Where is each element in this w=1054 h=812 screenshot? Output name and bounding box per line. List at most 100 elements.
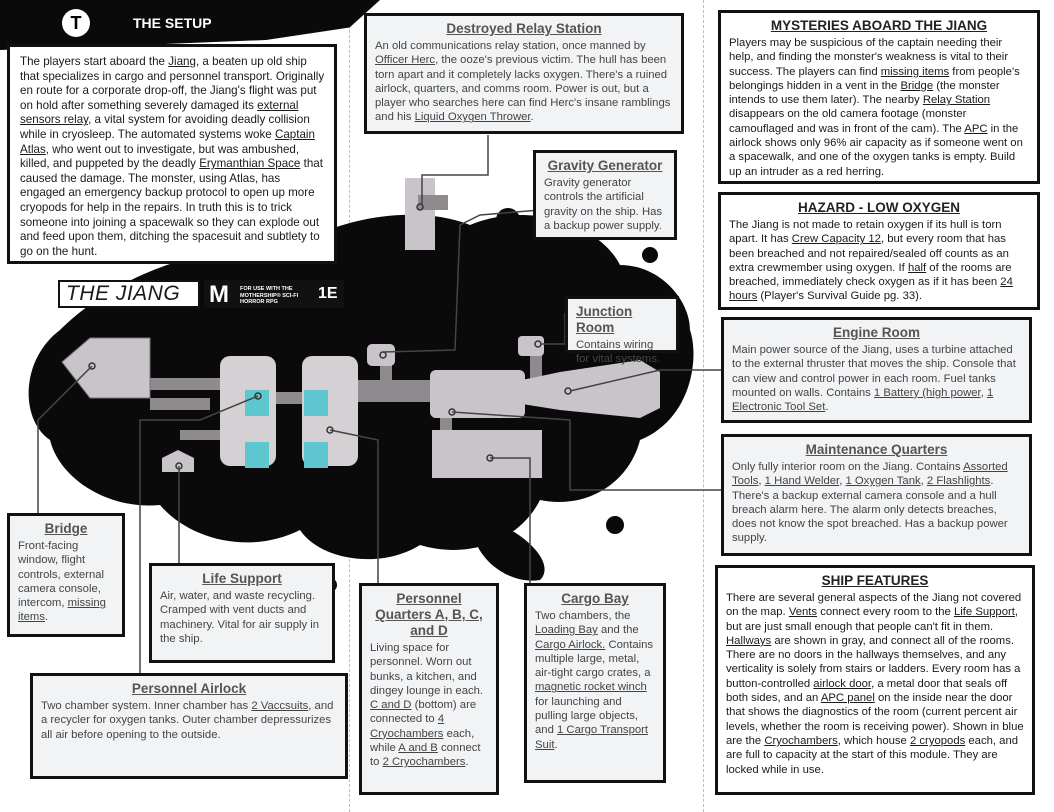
junction-room-text: Contains wiring for vital systems. — [576, 338, 668, 367]
text-segment: Front-facing window, flight controls, ex… — [18, 540, 105, 610]
hazard-panel: HAZARD - LOW OXYGEN The Jiang is not mad… — [718, 192, 1040, 310]
underlined-term: Vents — [788, 606, 818, 619]
mysteries-panel: MYSTERIES ABOARD THE JIANG Players may b… — [718, 10, 1040, 184]
underlined-term: APC — [964, 122, 988, 135]
personnel-quarters-panel: Personnel Quarters A, B, C, and D Living… — [359, 583, 499, 795]
underlined-term: Crew Capacity 12 — [791, 233, 881, 246]
text-segment: Players may be suspicious of the captain… — [729, 37, 1009, 78]
underlined-term: 1 Battery (high power — [873, 386, 981, 399]
maintenance-room — [430, 370, 525, 418]
cryochamber-a — [245, 390, 269, 416]
underlined-term: Bridge — [900, 79, 934, 92]
underlined-term: C and D — [370, 699, 412, 712]
text-segment: , who went out to investigate, but was a… — [20, 142, 300, 171]
text-segment: . — [825, 401, 829, 414]
underlined-term: 2 cryopods — [909, 734, 966, 747]
text-segment: There are several general aspects of the… — [726, 592, 1022, 619]
underlined-term: Loading Bay — [535, 624, 598, 637]
text-segment: each, and are full to capacity at the st… — [726, 734, 1019, 776]
gravity-generator-title: Gravity Generator — [547, 158, 663, 173]
underlined-term: Life Support — [953, 606, 1015, 619]
underlined-term: 1 Cargo Transport Suit — [535, 724, 649, 751]
text-segment: connect every room to the — [817, 606, 954, 619]
cryochamber-c — [245, 442, 269, 468]
underlined-term: external sensors relay — [20, 98, 299, 127]
junction-room-panel: Junction Room Contains wiring for vital … — [565, 296, 679, 365]
text-segment: from people's belongings hidden in a ven… — [729, 65, 1020, 92]
underlined-term: Captain Atlas — [20, 127, 315, 156]
underlined-term: 1 Oxygen Tank — [845, 475, 921, 488]
text-segment: , and a recycler for oxygen tanks. Outer… — [41, 700, 334, 741]
setup-text: The players start aboard the Jiang, a be… — [20, 55, 326, 259]
engine-room-panel: Engine Room Main power source of the Jia… — [721, 317, 1032, 423]
text-segment: . — [554, 738, 558, 751]
underlined-term: 2 Flashlights — [926, 475, 991, 488]
text-segment: that caused the damage. The monster, usi… — [20, 157, 323, 258]
text-segment: connect to — [370, 742, 481, 769]
underlined-term: missing items — [880, 65, 950, 78]
life-support-title: Life Support — [202, 571, 282, 586]
underlined-term: Cryochambers — [764, 734, 838, 747]
text-segment: , a vital system for avoiding deadly col… — [20, 113, 310, 141]
underlined-term: Jiang — [168, 55, 196, 68]
text-segment: (Player's Survival Guide pg. 33). — [757, 290, 923, 303]
engine-room — [522, 360, 660, 418]
text-segment: Only fully interior room on the Jiang. C… — [732, 461, 964, 473]
engine-room-title: Engine Room — [833, 325, 920, 340]
leader-lines — [37, 135, 725, 680]
text-segment: (the monster intends to use them later).… — [729, 79, 1000, 107]
cryochamber-d — [304, 442, 328, 468]
cargo-bay-text: Two chambers, the Loading Bay and the Ca… — [535, 609, 655, 752]
text-segment: Air, water, and waste recycling. Cramped… — [160, 590, 320, 645]
underlined-term: Hallways — [726, 634, 772, 647]
maintenance-quarters-text: Only fully interior room on the Jiang. C… — [732, 460, 1021, 546]
junction-room-title: Junction Room — [576, 304, 633, 335]
relay-station-room — [405, 178, 448, 250]
underlined-term: 2 Cryochambers — [382, 756, 466, 769]
mothership-badge: M FOR USE WITH THE MOTHERSHIP® SCI-FI HO… — [204, 280, 344, 308]
underlined-term: 2 Vaccsuits — [251, 700, 309, 712]
text-segment: are shown in gray, and connect all of th… — [726, 634, 1021, 690]
cargo-bay-room — [432, 430, 542, 478]
text-segment: , a metal door that seals off both sides… — [726, 677, 1008, 705]
text-segment: , — [980, 386, 987, 399]
underlined-term: Liquid Oxygen Thrower — [414, 111, 531, 124]
setup-panel: The players start aboard the Jiang, a be… — [7, 44, 337, 264]
gravity-generator-panel: Gravity Generator Gravity generator cont… — [533, 150, 677, 240]
mothership-edition: 1E — [318, 285, 338, 302]
text-segment: . — [45, 611, 49, 624]
ship-features-title: SHIP FEATURES — [821, 573, 929, 588]
relay-station-text: An old communications relay station, onc… — [375, 39, 673, 125]
life-support-room — [162, 450, 194, 472]
underlined-term: 1 Hand Welder — [764, 475, 840, 488]
text-segment: The players start aboard the — [20, 55, 169, 68]
gravity-generator-room — [367, 344, 395, 366]
mothership-badge-text: FOR USE WITH THE MOTHERSHIP® SCI-FI HORR… — [240, 286, 299, 305]
maintenance-quarters-title: Maintenance Quarters — [805, 442, 948, 457]
text-segment: Two chambers, the — [535, 610, 631, 622]
underlined-term: 4 Cryochambers — [370, 713, 445, 740]
personnel-quarters-text: Living space for personnel. Worn out bun… — [370, 641, 488, 770]
ship-features-panel: SHIP FEATURES There are several general … — [715, 565, 1035, 795]
text-segment: on the inside near the door that shows t… — [726, 692, 1024, 747]
underlined-term: APC panel — [820, 692, 875, 705]
underlined-term: Assorted Tools — [732, 461, 1008, 488]
text-segment: , — [839, 475, 846, 488]
ship-title: THE JIANG — [58, 280, 200, 308]
life-support-text: Air, water, and waste recycling. Cramped… — [160, 589, 324, 646]
underlined-term: A and B — [398, 742, 438, 755]
text-segment: Living space for personnel. Worn out bun… — [370, 642, 484, 697]
cargo-bay-title: Cargo Bay — [561, 591, 629, 606]
text-segment: of the rooms are breached, immediately c… — [729, 261, 1012, 289]
text-segment: . There's a backup external camera conso… — [732, 475, 1008, 545]
underlined-term: airlock door — [813, 677, 872, 690]
underlined-term: Officer Herc — [375, 54, 436, 67]
setup-heading: THE SETUP — [133, 15, 212, 31]
text-segment: Contains wiring for vital systems. — [576, 339, 661, 366]
text-segment: (bottom) are connected to — [370, 699, 477, 726]
text-segment: Main power source of the Jiang, uses a t… — [732, 344, 1016, 399]
text-segment: An old communications relay station, onc… — [375, 40, 646, 52]
quarters-bd — [302, 356, 358, 466]
underlined-term: magnetic rocket winch — [535, 681, 647, 694]
personnel-airlock-panel: Personnel Airlock Two chamber system. In… — [30, 673, 348, 779]
